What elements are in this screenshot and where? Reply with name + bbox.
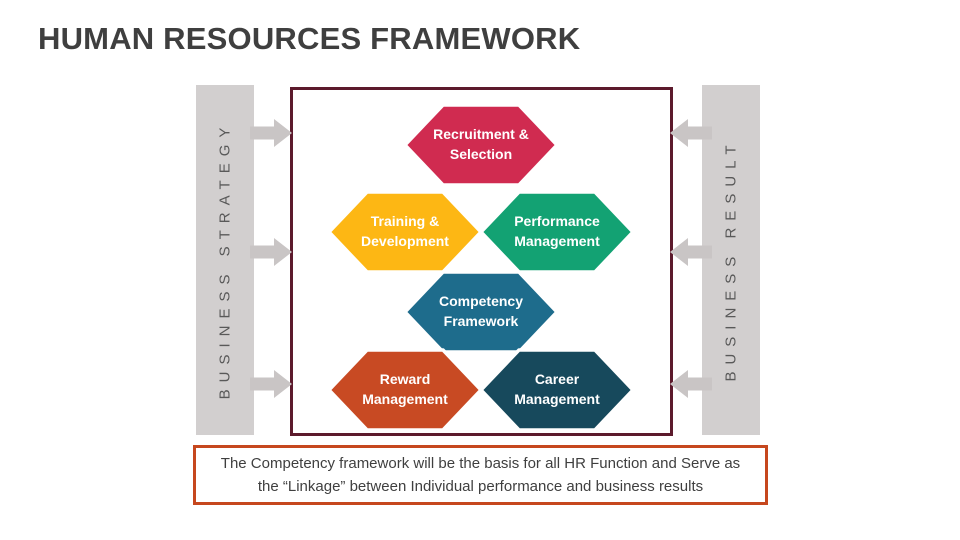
business-strategy-label: BUSINESS STRATEGY: [216, 120, 234, 400]
hexagon-label-training-development: Training & Development: [340, 212, 470, 251]
hexagon-recruitment-selection: [403, 103, 559, 187]
hex-label-line: Career: [534, 371, 580, 387]
hex-label-line: Selection: [449, 145, 513, 162]
hex-label-line: Training &: [370, 213, 440, 229]
hex-label-line: Management: [514, 390, 600, 407]
hex-label-line: Performance: [514, 213, 600, 229]
arrow-right-icon-2: [250, 238, 292, 266]
hexagon-label-career-management: Career Management: [492, 370, 622, 409]
hex-label-line: Management: [514, 232, 600, 249]
footnote-line1: The Competency framework will be the bas…: [220, 454, 741, 472]
hex-label-line: Reward: [379, 371, 431, 387]
footnote-line2: the “Linkage” between Individual perform…: [257, 478, 704, 495]
hexagon-diagram: [327, 103, 635, 432]
arrow-right-icon-3: [250, 370, 292, 398]
hex-label-line: Recruitment &: [433, 126, 529, 142]
business-result-label: BUSINESS RESULT: [722, 138, 740, 382]
hexagon-label-performance-management: Performance Management: [492, 212, 622, 251]
hexagon-career-management: [479, 348, 635, 432]
hex-label-line: Development: [361, 232, 449, 249]
hex-label-line: Management: [362, 390, 448, 407]
footnote-box: The Competency framework will be the bas…: [193, 445, 768, 505]
hex-label-line: Competency: [438, 293, 524, 309]
hexagon-label-reward-management: Reward Management: [340, 370, 470, 409]
business-result-bar: BUSINESS RESULT: [702, 85, 760, 435]
hexagon-label-competency-framework: Competency Framework: [416, 292, 546, 331]
page-title: HUMAN RESOURCES FRAMEWORK: [38, 21, 581, 56]
arrow-right-icon-1: [250, 119, 292, 147]
hexagon-label-recruitment-selection: Recruitment & Selection: [416, 125, 546, 164]
framework-box: Recruitment & Selection Training & Devel…: [290, 87, 673, 436]
business-strategy-bar: BUSINESS STRATEGY: [196, 85, 254, 435]
hex-label-line: Framework: [443, 312, 519, 329]
